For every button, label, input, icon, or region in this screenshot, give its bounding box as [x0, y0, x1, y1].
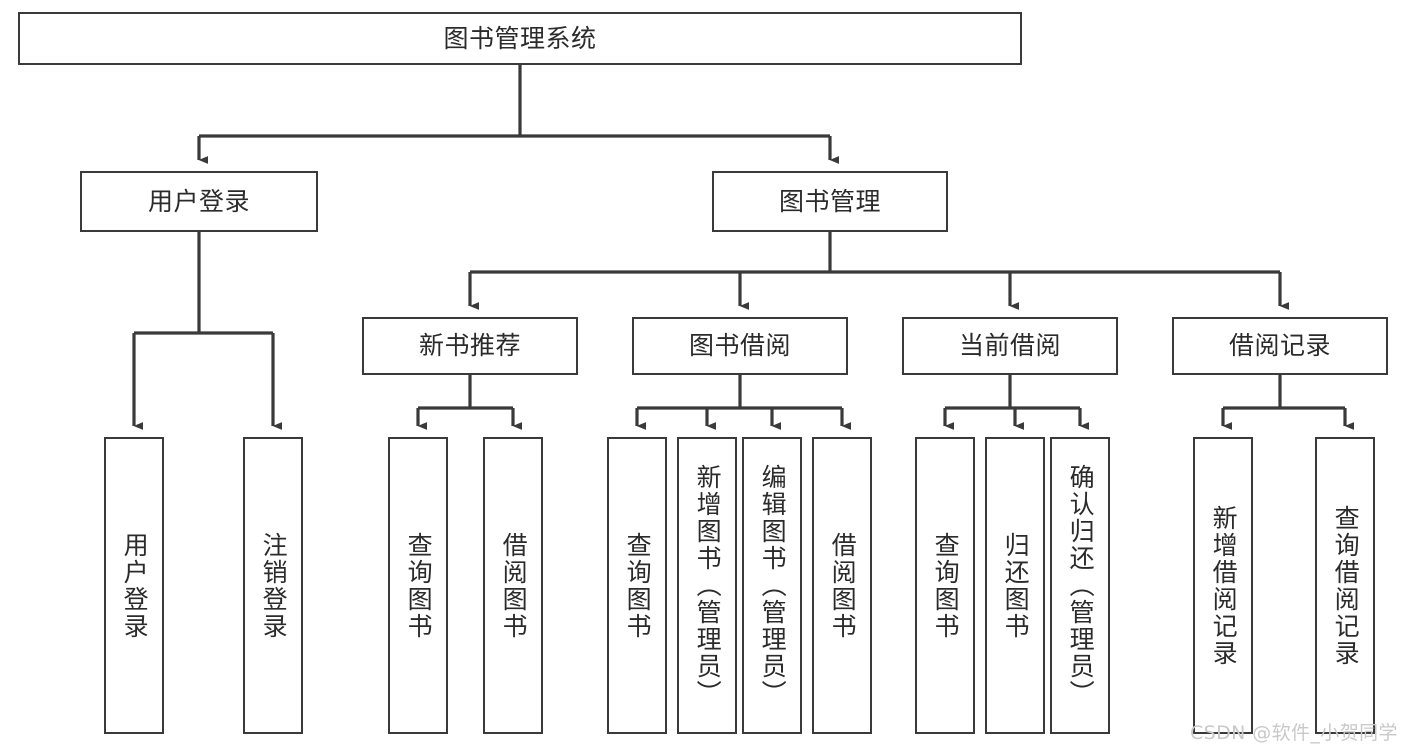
node-leaf-add-record[interactable]: 新增借阅记录	[1193, 437, 1253, 734]
node-user-login[interactable]: 用户登录	[80, 171, 318, 232]
node-label-leaf-add-record: 新增借阅记录	[1209, 504, 1239, 667]
node-borrow-record[interactable]: 借阅记录	[1172, 317, 1388, 375]
node-current-borrow[interactable]: 当前借阅	[902, 317, 1118, 375]
node-label-book-borrow: 图书借阅	[688, 331, 791, 361]
node-leaf-borrow-book-b[interactable]: 借阅图书	[812, 437, 872, 734]
node-leaf-user-login[interactable]: 用户登录	[104, 437, 164, 734]
node-label-new-book-recommend: 新书推荐	[418, 331, 521, 361]
node-label-leaf-add-book: 新增图书（管理员）	[693, 464, 723, 707]
node-label-leaf-query-book-b: 查询图书	[623, 531, 653, 640]
node-label-root: 图书管理系统	[443, 23, 597, 53]
node-leaf-query-book-c[interactable]: 查询图书	[915, 437, 975, 734]
node-label-leaf-query-book-c: 查询图书	[931, 531, 961, 640]
node-label-leaf-query-book-rec: 查询图书	[404, 531, 434, 640]
node-leaf-return-book[interactable]: 归还图书	[985, 437, 1045, 734]
node-label-leaf-confirm-return: 确认归还（管理员）	[1066, 464, 1096, 707]
node-label-leaf-edit-book: 编辑图书（管理员）	[758, 464, 788, 707]
node-leaf-confirm-return[interactable]: 确认归还（管理员）	[1050, 437, 1110, 734]
node-label-borrow-record: 借阅记录	[1228, 331, 1331, 361]
node-root[interactable]: 图书管理系统	[18, 12, 1022, 65]
node-label-user-login: 用户登录	[147, 186, 250, 216]
node-new-book-recommend[interactable]: 新书推荐	[362, 317, 578, 375]
node-label-leaf-borrow-book-rec: 借阅图书	[499, 531, 529, 640]
node-leaf-edit-book[interactable]: 编辑图书（管理员）	[742, 437, 802, 734]
node-label-current-borrow: 当前借阅	[958, 331, 1061, 361]
node-leaf-borrow-book-rec[interactable]: 借阅图书	[483, 437, 543, 734]
node-label-book-manage: 图书管理	[778, 186, 881, 216]
node-label-leaf-borrow-book-b: 借阅图书	[828, 531, 858, 640]
node-label-leaf-query-record: 查询借阅记录	[1331, 504, 1361, 667]
node-leaf-add-book[interactable]: 新增图书（管理员）	[677, 437, 737, 734]
node-label-leaf-logout: 注销登录	[259, 531, 289, 640]
node-label-leaf-user-login: 用户登录	[120, 531, 150, 640]
node-book-manage[interactable]: 图书管理	[712, 171, 948, 232]
node-book-borrow[interactable]: 图书借阅	[632, 317, 848, 375]
node-label-leaf-return-book: 归还图书	[1001, 531, 1031, 640]
node-leaf-logout[interactable]: 注销登录	[243, 437, 303, 734]
node-leaf-query-record[interactable]: 查询借阅记录	[1315, 437, 1375, 734]
node-leaf-query-book-rec[interactable]: 查询图书	[388, 437, 448, 734]
node-leaf-query-book-b[interactable]: 查询图书	[607, 437, 667, 734]
